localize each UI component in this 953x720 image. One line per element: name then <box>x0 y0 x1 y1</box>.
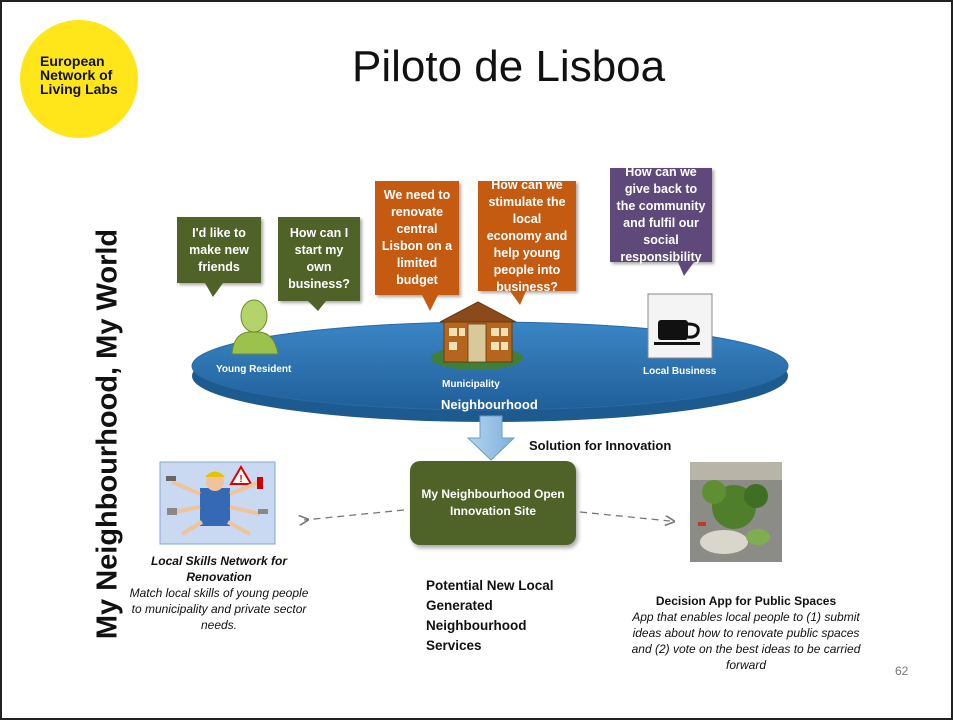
young-resident-label: Young Resident <box>216 364 292 375</box>
decision-caption-text: App that enables local people to (1) sub… <box>631 610 861 672</box>
logo-text: European Network of Living Labs <box>40 54 118 96</box>
enoll-logo <box>20 20 138 138</box>
logo-line: Living Labs <box>40 81 118 97</box>
bubble-text: How can we stimulate the local economy a… <box>486 177 568 294</box>
speech-bubble-friends: I'd like to make new friends <box>177 217 261 283</box>
speech-bubble-business: How can I start my own business? <box>278 217 360 301</box>
bubble-tail <box>422 295 438 311</box>
svg-text:!: ! <box>239 474 242 485</box>
page-number: 62 <box>895 664 909 678</box>
speech-bubble-economy: How can we stimulate the local economy a… <box>478 178 576 294</box>
skills-illustration: ! <box>159 461 276 545</box>
decision-app-caption: Decision App for Public Spaces App that … <box>626 593 866 673</box>
bubble-text: I'd like to make new friends <box>189 225 249 274</box>
decision-caption-title: Decision App for Public Spaces <box>655 594 837 608</box>
down-arrow <box>466 415 516 461</box>
speech-bubble-community: How can we give back to the community an… <box>610 165 712 264</box>
public-space-photo <box>690 462 782 562</box>
bubble-text: How can I start my own business? <box>288 226 350 291</box>
bubble-tail <box>678 262 694 276</box>
speech-bubble-renovate: We need to renovate central Lisbon on a … <box>375 181 459 295</box>
local-business-label: Local Business <box>643 366 717 377</box>
potential-services-caption: Potential New Local Generated Neighbourh… <box>426 578 554 653</box>
bubble-text: How can we give back to the community an… <box>616 165 706 264</box>
right-dashed-arrow <box>579 511 670 521</box>
person-icon <box>231 299 279 355</box>
building-icon <box>431 301 523 370</box>
bubble-tail <box>205 283 223 297</box>
bubble-tail <box>510 291 526 305</box>
solution-label: Solution for Innovation <box>529 438 672 453</box>
coffee-cup-icon <box>647 293 713 359</box>
left-dashed-arrow <box>304 509 405 520</box>
open-innovation-site-box: My Neighbourhood Open Innovation Site <box>410 461 576 545</box>
slide-title: Piloto de Lisboa <box>352 42 666 91</box>
neighbourhood-label: Neighbourhood <box>441 397 538 412</box>
skills-caption-text: Match local skills of young people to mu… <box>129 586 309 632</box>
logo-line: Network of <box>40 67 113 83</box>
bubble-text: We need to renovate central Lisbon on a … <box>381 188 453 287</box>
bubble-tail <box>308 301 326 311</box>
skills-network-caption: Local Skills Network for Renovation Matc… <box>128 553 310 633</box>
municipality-label: Municipality <box>442 379 500 390</box>
solution-box-text: My Neighbourhood Open Innovation Site <box>421 487 565 518</box>
logo-line: European <box>40 53 105 69</box>
skills-caption-title: Local Skills Network for Renovation <box>150 554 288 584</box>
